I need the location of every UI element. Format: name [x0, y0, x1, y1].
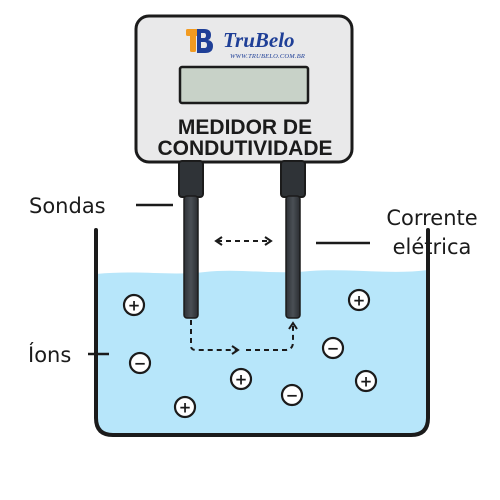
- brand-url: WWW.TRUBELO.COM.BR: [230, 53, 305, 60]
- current-label-line2: elétrica: [393, 235, 472, 259]
- ion-negative: −: [280, 383, 304, 407]
- ion-positive: +: [173, 395, 197, 419]
- ion-positive: +: [122, 293, 146, 317]
- ion-sign: −: [286, 387, 299, 405]
- current-label-line1: Corrente: [386, 206, 477, 230]
- current-path-arrow-icon: [190, 320, 240, 355]
- ion-sign: −: [134, 355, 147, 373]
- brand-name: TruBelo: [223, 28, 295, 52]
- ion-sign: +: [128, 297, 141, 315]
- current-path-arrow-up-icon: [246, 321, 298, 351]
- ion-sign: +: [235, 371, 248, 389]
- conductivity-meter: TruBelo WWW.TRUBELO.COM.BR MEDIDOR DE CO…: [134, 14, 354, 164]
- right-probe-connector: [280, 160, 306, 198]
- container: [94, 228, 430, 437]
- left-probe: [183, 195, 199, 319]
- ion-sign: +: [353, 292, 366, 310]
- ion-sign: +: [360, 373, 373, 391]
- meter-title-line2: CONDUTIVIDADE: [157, 137, 332, 160]
- ion-negative: −: [128, 351, 152, 375]
- ion-negative: −: [321, 336, 345, 360]
- probes-label: Sondas: [29, 194, 106, 218]
- ion-positive: +: [354, 369, 378, 393]
- ion-positive: +: [229, 367, 253, 391]
- meter-display: [178, 65, 310, 105]
- ion-positive: +: [347, 288, 371, 312]
- meter-title-line1: MEDIDOR DE: [178, 116, 312, 139]
- ion-sign: −: [327, 340, 340, 358]
- solution-liquid: [96, 270, 428, 435]
- ions-label: Íons: [28, 342, 71, 367]
- right-probe: [285, 195, 301, 319]
- trubelo-logo-icon: [186, 29, 213, 53]
- left-probe-connector: [178, 160, 204, 198]
- ion-sign: +: [179, 399, 192, 417]
